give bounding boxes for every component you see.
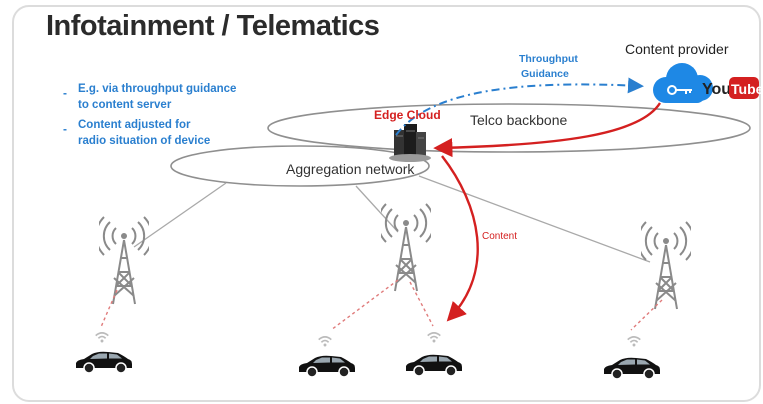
bullet-line-2: to content server [78, 99, 172, 111]
aggregation-network-label: Aggregation network [286, 161, 415, 177]
content-arrow [441, 155, 479, 322]
page-title: Infotainment / Telematics [46, 10, 380, 42]
youtube-tube: Tube [731, 81, 763, 97]
link-tower-right [418, 175, 651, 263]
link-tower-left [133, 182, 227, 248]
key-icon [667, 85, 692, 95]
bullet-dot: - [63, 122, 67, 136]
radio-link [330, 279, 399, 331]
bullet-line-3: Content adjusted for [78, 119, 191, 131]
telco-backbone-label: Telco backbone [470, 112, 568, 128]
bullet-dot: - [63, 86, 67, 100]
throughput-guidance-label-2: Guidance [521, 68, 569, 80]
radio-link [630, 299, 663, 331]
link-tower-middle [355, 185, 399, 233]
provider-to-edge-arrow [433, 102, 662, 158]
bullet-line-1: E.g. via throughput guidance [78, 83, 237, 95]
radio-link [100, 289, 118, 328]
youtube-you: You [702, 81, 731, 98]
throughput-guidance-arrow [395, 77, 644, 136]
edge-cloud-label: Edge Cloud [374, 108, 441, 122]
slide-frame [12, 5, 761, 402]
server-icon [389, 124, 431, 162]
radio-link [409, 281, 434, 327]
youtube-tube-box [729, 77, 759, 99]
throughput-guidance-label-1: Throughput [519, 53, 578, 65]
bullet-line-4: radio situation of device [78, 135, 211, 147]
content-label: Content [482, 231, 518, 242]
aggregation-network-ellipse [170, 145, 430, 187]
content-provider-label: Content provider [625, 41, 729, 57]
telco-backbone-ellipse [267, 103, 751, 153]
